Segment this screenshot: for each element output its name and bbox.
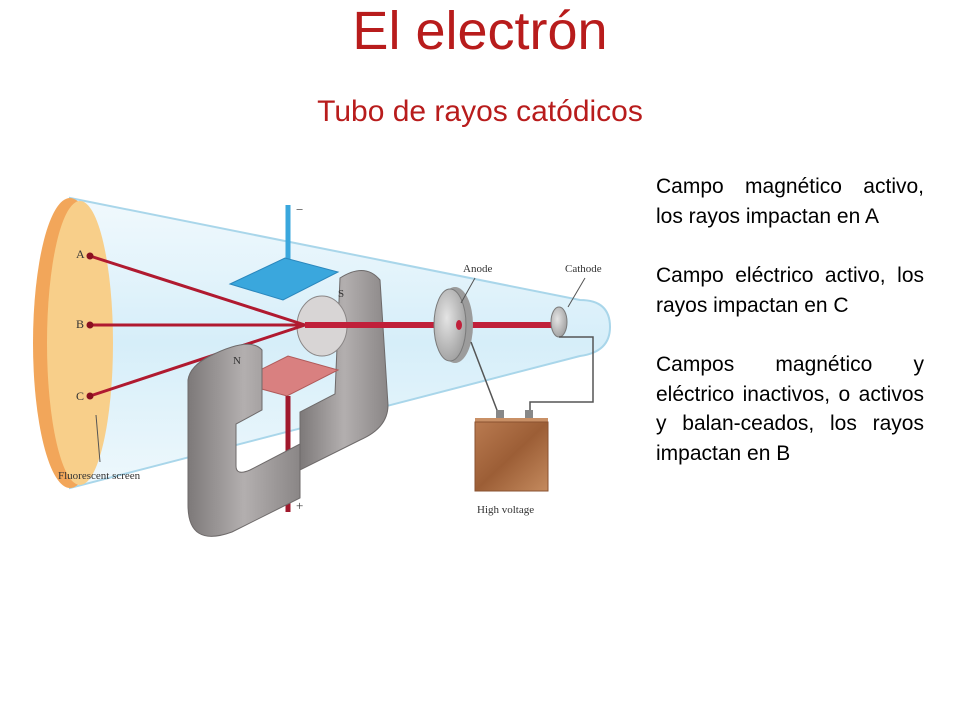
screen-pointer xyxy=(95,414,101,463)
page-title: El electrón xyxy=(352,1,608,61)
anode-hole xyxy=(456,320,462,330)
plus-label: + xyxy=(296,498,303,513)
note-balanced: Campos magnético y eléctrico inactivos, … xyxy=(656,353,924,465)
terminal-right xyxy=(525,410,533,418)
magnet-south-pole xyxy=(299,270,389,471)
high-voltage-box xyxy=(474,421,549,492)
voltage-label: High voltage xyxy=(477,504,534,516)
impact-point-b xyxy=(86,321,94,329)
point-label-a: A xyxy=(76,247,85,261)
anode-label: Anode xyxy=(463,263,492,275)
note-magnetic: Campo magnético activo, los rayos impact… xyxy=(656,175,924,228)
page-subtitle: Tubo de rayos catódicos xyxy=(317,95,643,128)
beam-to-a xyxy=(89,254,306,327)
point-label-c: C xyxy=(76,389,84,403)
beam-to-c xyxy=(89,323,306,398)
terminal-left xyxy=(496,410,504,418)
north-label: N xyxy=(233,355,241,367)
magnet-north-pole xyxy=(187,343,301,537)
south-label: S xyxy=(338,288,344,300)
cathode-label: Cathode xyxy=(565,263,602,275)
impact-point-a xyxy=(86,252,94,260)
anode-wire xyxy=(470,341,501,419)
screen-label: Fluorescent screen xyxy=(58,470,141,482)
anode-pointer xyxy=(460,277,476,304)
note-electric: Campo eléctrico activo, los rayos impact… xyxy=(656,264,924,317)
electron-beams xyxy=(86,252,555,400)
cathode-ray-tube-diagram: A B C − S N + Anode Cathode Fluorescent … xyxy=(33,196,612,537)
anode-disc xyxy=(433,288,467,362)
impact-point-c xyxy=(86,392,94,400)
cathode-wire xyxy=(529,336,594,418)
explanation-notes: Campo magnético activo, los rayos impact… xyxy=(656,172,924,498)
point-label-b: B xyxy=(76,317,84,331)
negative-plate xyxy=(228,257,340,301)
cathode-disc xyxy=(550,306,568,338)
cathode-pointer xyxy=(567,277,586,308)
fluorescent-screen xyxy=(47,201,113,485)
minus-label: − xyxy=(296,202,303,217)
